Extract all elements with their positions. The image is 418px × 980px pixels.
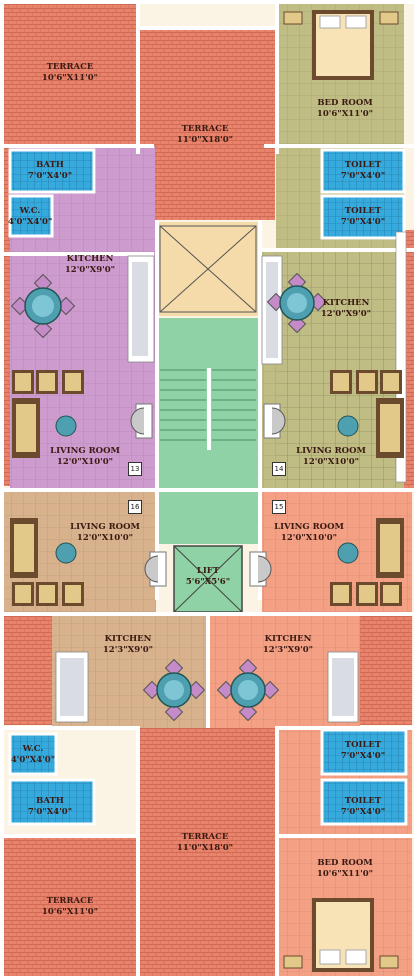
terrace-right-strip-lower [360, 615, 412, 725]
dining-table-16 [142, 658, 206, 722]
toilet-top-right-1 [320, 148, 406, 194]
wc-bottom-left-label: W.C.4'0"X4'0" [10, 744, 56, 765]
wc-top-left [8, 194, 54, 238]
toilet-top-right-2 [320, 194, 406, 240]
dining-table-15 [216, 658, 280, 722]
bath-bottom-left [8, 778, 96, 826]
dining-table-13 [10, 273, 76, 339]
bath-top-left [8, 148, 96, 194]
unit-number-15: 15 [272, 500, 286, 514]
columns [55, 231, 407, 723]
bed-bottom-right [283, 898, 399, 972]
stair-treads [160, 368, 256, 450]
sofa-set-14 [263, 370, 404, 458]
wc-top-left-label: W.C.4'0"X4'0" [8, 206, 53, 227]
bed-top-right [283, 10, 399, 80]
unit-number-16: 16 [128, 500, 142, 514]
toilet-bottom-right-1 [320, 728, 408, 776]
unit-number-13: 13 [128, 462, 142, 476]
sofa-set-16 [10, 518, 167, 606]
unit-number-14: 14 [272, 462, 286, 476]
lobby-top-box [159, 225, 257, 313]
terrace-left-strip-lower [4, 615, 52, 725]
terrace-bottom-left [4, 838, 136, 976]
terrace-right-strip-upper [404, 230, 414, 490]
wc-bottom-left [8, 732, 58, 776]
terrace-bottom-middle [140, 728, 275, 976]
toilet-bottom-right-2 [320, 778, 408, 826]
terrace-top-left [4, 4, 136, 146]
sofa-set-13 [12, 370, 153, 458]
sofa-set-15 [249, 518, 404, 606]
dining-table-14 [266, 272, 328, 334]
terrace-top-middle [140, 30, 275, 220]
terrace-left-strip-upper [4, 146, 10, 486]
